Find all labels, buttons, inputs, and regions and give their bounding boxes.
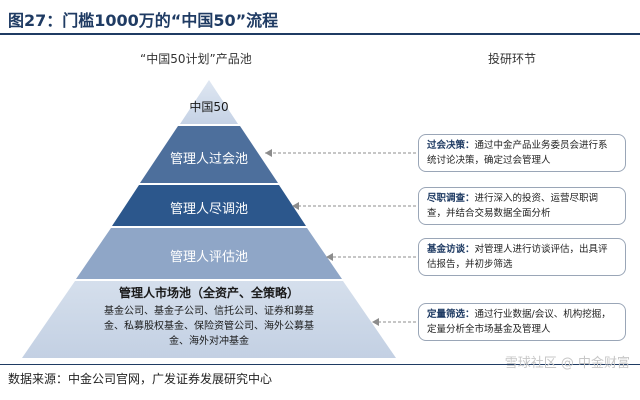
step-label: 基金访谈： [427, 244, 475, 255]
base-line-3: 金、海外对冲基金 [169, 336, 249, 347]
step-box-meeting-decision: 过会决策：通过中金产品业务委员会进行系统讨论决策，确定过会管理人 [418, 134, 626, 172]
left-heading: “中国50计划”产品池 [140, 52, 252, 66]
pyramid-base [22, 281, 396, 358]
step-box-fund-interview: 基金访谈：对管理人进行访谈评估，出具评估报告，并初步筛选 [418, 238, 626, 276]
watermark: 雪球社区 @ 中金财富 [504, 356, 630, 371]
tier-1-label: 管理人过会池 [169, 152, 248, 167]
arrowhead-3 [326, 253, 333, 261]
title-rule [0, 33, 640, 35]
arrowhead-4 [372, 318, 379, 326]
base-title: 管理人市场池（全资产、全策略） [118, 286, 299, 300]
bottom-rule [0, 364, 640, 365]
pyramid-tier-1 [140, 126, 278, 183]
arrowhead-1 [265, 149, 272, 157]
step-box-quant-screening: 定量筛选：通过行业数据/会议、机构挖掘，定量分析全市场基金及管理人 [418, 303, 626, 341]
step-text: 通过行业数据/会议、机构挖掘，定量分析全市场基金及管理人 [427, 309, 611, 335]
tier-2-label: 管理人尽调池 [169, 202, 248, 217]
pyramid-tier-3 [76, 228, 342, 279]
figure-title: 图27：门槛1000万的“中国50”流程 [8, 11, 279, 30]
pyramid-tier-2 [112, 185, 306, 226]
apex-label: 中国50 [189, 100, 229, 114]
arrowhead-2 [292, 202, 299, 210]
base-line-1: 基金公司、基金子公司、信托公司、证券和募基 [104, 306, 314, 317]
step-text: 通过中金产品业务委员会进行系统讨论决策，确定过会管理人 [427, 140, 608, 166]
right-heading: 投研环节 [488, 52, 537, 66]
title-bar: 图27：门槛1000万的“中国50”流程 [0, 0, 640, 35]
step-box-due-diligence: 尽职调查：进行深入的投资、运营尽职调查，并结合交易数据全面分析 [418, 187, 626, 225]
source-note: 数据来源：中金公司官网，广发证券发展研究中心 [8, 372, 273, 386]
base-line-2: 金、私募股权基金、保险资管公司、海外公募基 [104, 321, 314, 332]
pyramid-apex [180, 80, 238, 124]
step-label: 定量筛选： [427, 309, 475, 320]
step-label: 过会决策： [427, 140, 475, 151]
step-text: 对管理人进行访谈评估，出具评估报告，并初步筛选 [427, 244, 608, 270]
step-label: 尽职调查： [427, 193, 475, 204]
tier-3-label: 管理人评估池 [169, 250, 248, 265]
step-text: 进行深入的投资、运营尽职调查，并结合交易数据全面分析 [427, 193, 599, 219]
